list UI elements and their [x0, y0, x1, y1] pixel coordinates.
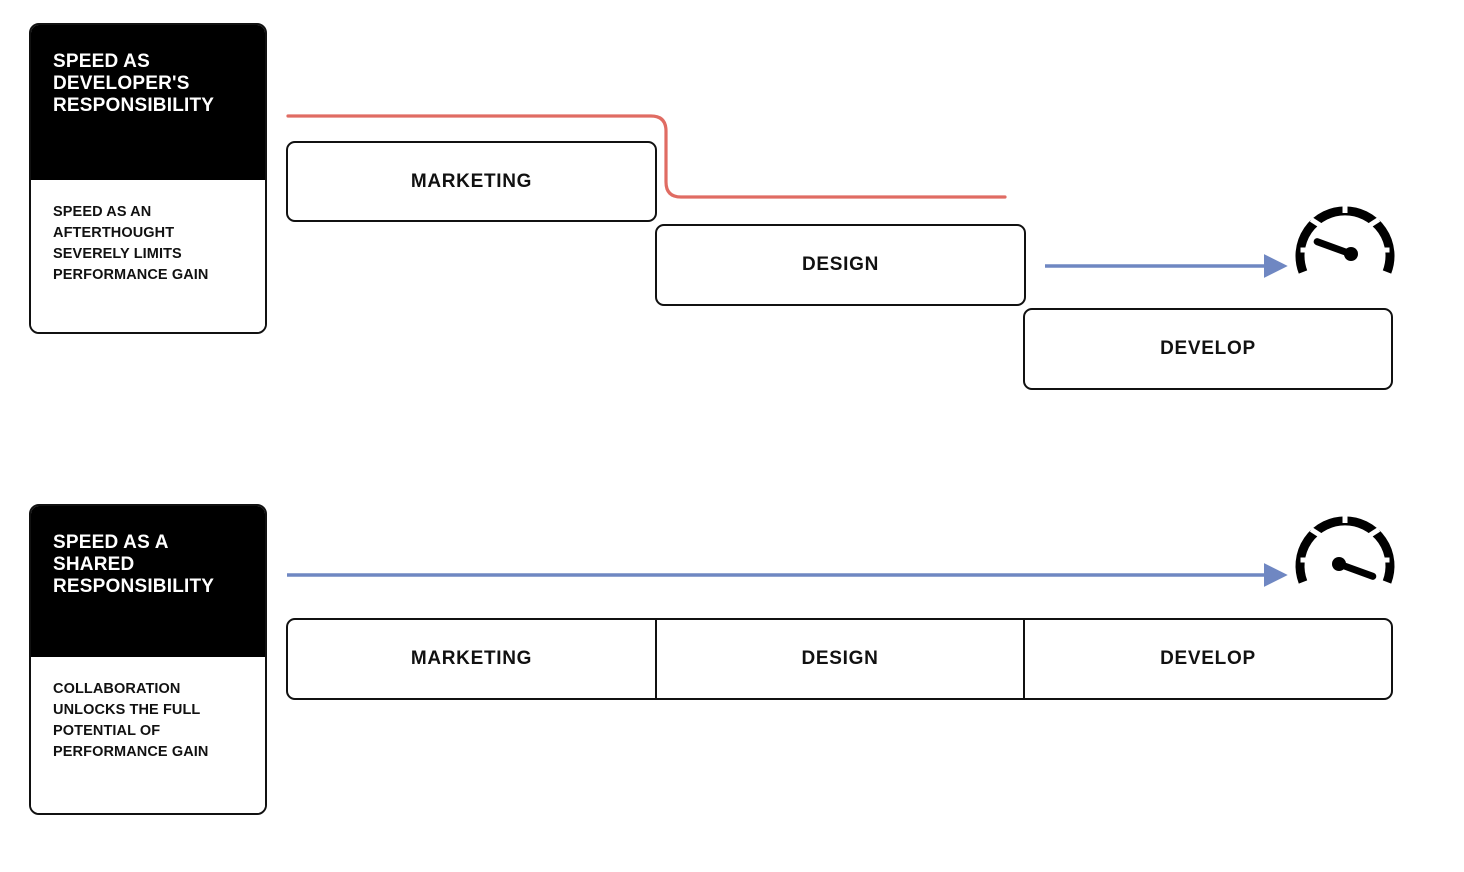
- stage-box-design-sequential[interactable]: DESIGN: [655, 224, 1026, 306]
- scenario-card-shared: SPEED AS A SHARED RESPONSIBILITY COLLABO…: [29, 504, 267, 815]
- stage-label: DEVELOP: [1160, 648, 1256, 669]
- scenario-card-body-text: SPEED AS AN AFTERTHOUGHT SEVERELY LIMITS…: [53, 204, 209, 284]
- scenario-card-header-text: SPEED AS DEVELOPER'S RESPONSIBILITY: [53, 51, 215, 117]
- scenario-card-header-shared: SPEED AS A SHARED RESPONSIBILITY: [31, 506, 265, 657]
- scenario-card-body-sequential: SPEED AS AN AFTERTHOUGHT SEVERELY LIMITS…: [31, 180, 265, 332]
- scenario-card-header-text: SPEED AS A SHARED RESPONSIBILITY: [53, 532, 215, 598]
- stage-box-design-shared[interactable]: DESIGN: [657, 620, 1025, 698]
- stage-box-marketing-shared[interactable]: MARKETING: [288, 620, 657, 698]
- stage-box-marketing-sequential[interactable]: MARKETING: [286, 141, 657, 222]
- stage-bar-shared: MARKETING DESIGN DEVELOP: [286, 618, 1393, 700]
- stage-box-develop-shared[interactable]: DEVELOP: [1025, 620, 1391, 698]
- stage-box-develop-sequential[interactable]: DEVELOP: [1023, 308, 1393, 390]
- scenario-card-header-sequential: SPEED AS DEVELOPER'S RESPONSIBILITY: [31, 25, 265, 180]
- speedometer-icon-high: [1295, 512, 1395, 584]
- stage-label: MARKETING: [410, 648, 533, 669]
- stage-label: DESIGN: [801, 254, 880, 275]
- scenario-card-body-text: COLLABORATION UNLOCKS THE FULL POTENTIAL…: [53, 681, 209, 761]
- stage-label: DESIGN: [801, 648, 879, 669]
- stage-label: MARKETING: [410, 170, 533, 192]
- stage-label: DEVELOP: [1160, 338, 1256, 359]
- scenario-card-body-shared: COLLABORATION UNLOCKS THE FULL POTENTIAL…: [31, 657, 265, 813]
- scenario-card-sequential: SPEED AS DEVELOPER'S RESPONSIBILITY SPEE…: [29, 23, 267, 334]
- speedometer-icon-low: [1295, 202, 1395, 274]
